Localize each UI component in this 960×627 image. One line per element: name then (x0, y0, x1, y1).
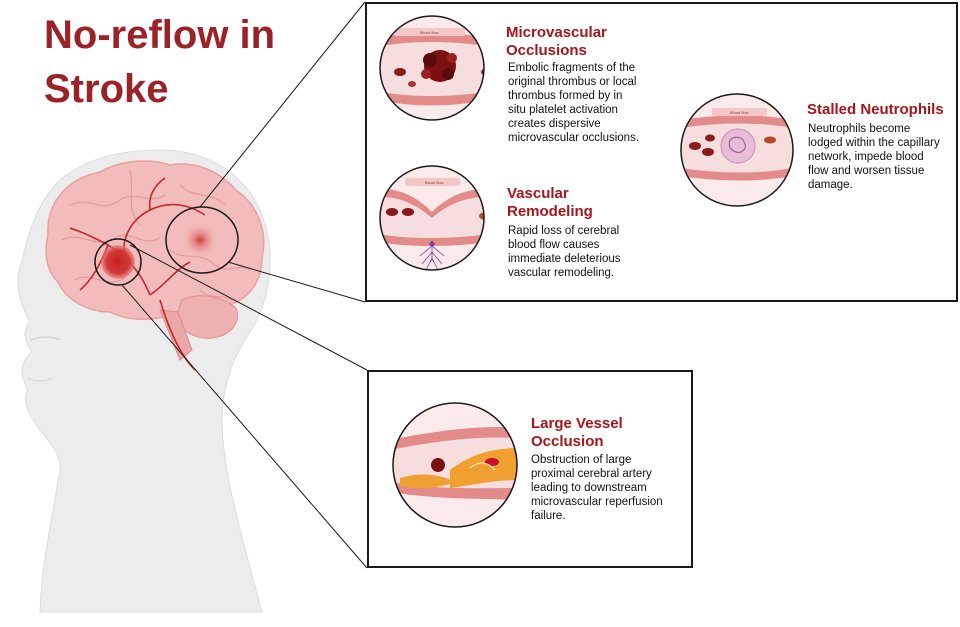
sn-heading: Stalled Neutrophils (807, 101, 944, 118)
vr-desc-line: vascular remodeling. (508, 267, 615, 279)
vr-heading-line-2: Remodeling (507, 203, 593, 220)
mo-flow-label: Blood flow (420, 30, 439, 35)
vr-desc-line: blood flow causes (508, 239, 600, 251)
brain (45, 160, 265, 371)
mo-heading-line-2: Occlusions (506, 42, 587, 59)
lv-heading-line-1: Large Vessel (531, 415, 623, 432)
mo-desc-line: situ platelet activation (508, 104, 618, 116)
sn-desc-line: flow and worsen tissue (808, 165, 925, 177)
sn-desc-line: damage. (808, 179, 853, 191)
large-vessel-occlusion-description: Obstruction of large proximal cerebral a… (531, 453, 663, 523)
lv-circle-border (392, 402, 518, 528)
mo-desc-line: microvascular occlusions. (508, 132, 640, 144)
microvascular-occlusion-illustration: Blood flow (380, 16, 484, 120)
sn-flow-label: Blood flow (730, 110, 749, 115)
lower-panel (367, 370, 693, 568)
vr-flow-label: Blood flow (425, 180, 444, 185)
mo-desc-line: original thrombus or local (508, 76, 637, 88)
vr-circle-border (379, 165, 485, 271)
vascular-remodeling-description: Rapid loss of cerebral blood flow causes… (508, 224, 621, 280)
page-title: No-reflow in Stroke (44, 8, 275, 116)
vr-desc-line: Rapid loss of cerebral (508, 225, 620, 237)
stalled-neutrophils-description: Neutrophils become lodged within the cap… (808, 122, 940, 192)
lv-desc-line: proximal cerebral artery (531, 468, 652, 480)
mo-circle-border (379, 15, 485, 121)
sn-desc-line: Neutrophils become (808, 123, 911, 135)
lv-desc-line: leading to downstream (531, 482, 647, 494)
lv-desc-line: failure. (531, 510, 566, 522)
lv-desc-line: Obstruction of large (531, 454, 632, 466)
mo-heading-line-1: Microvascular (506, 24, 607, 41)
connector-lines (121, 1, 368, 569)
microvascular-occlusions-heading: Microvascular Occlusions (506, 24, 607, 60)
stalled-neutrophils-illustration: Blood flow (681, 94, 793, 206)
mo-desc-line: thrombus formed by in (508, 90, 623, 102)
sn-desc-line: network, impede blood (808, 151, 924, 163)
mo-desc-line: creates dispersive (508, 118, 601, 130)
vr-heading-line-1: Vascular (507, 185, 569, 202)
sn-desc-line: lodged within the capillary (808, 137, 940, 149)
mo-desc-line: Embolic fragments of the (508, 62, 636, 74)
lv-heading-line-2: Occlusion (531, 433, 604, 450)
vr-desc-line: immediate deleterious (508, 253, 621, 265)
vascular-remodeling-illustration: Blood flow (380, 166, 484, 270)
title-line-1: No-reflow in (44, 13, 276, 57)
stalled-neutrophils-heading: Stalled Neutrophils (807, 101, 944, 119)
vascular-remodeling-heading: Vascular Remodeling (507, 185, 593, 221)
microvascular-occlusions-description: Embolic fragments of the original thromb… (508, 61, 639, 145)
large-vessel-occlusion-illustration (393, 403, 517, 527)
sn-circle-border (680, 93, 794, 207)
large-vessel-occlusion-heading: Large Vessel Occlusion (531, 415, 623, 451)
lv-desc-line: microvascular reperfusion (531, 496, 663, 508)
clot (421, 50, 457, 82)
title-line-2: Stroke (44, 67, 169, 111)
